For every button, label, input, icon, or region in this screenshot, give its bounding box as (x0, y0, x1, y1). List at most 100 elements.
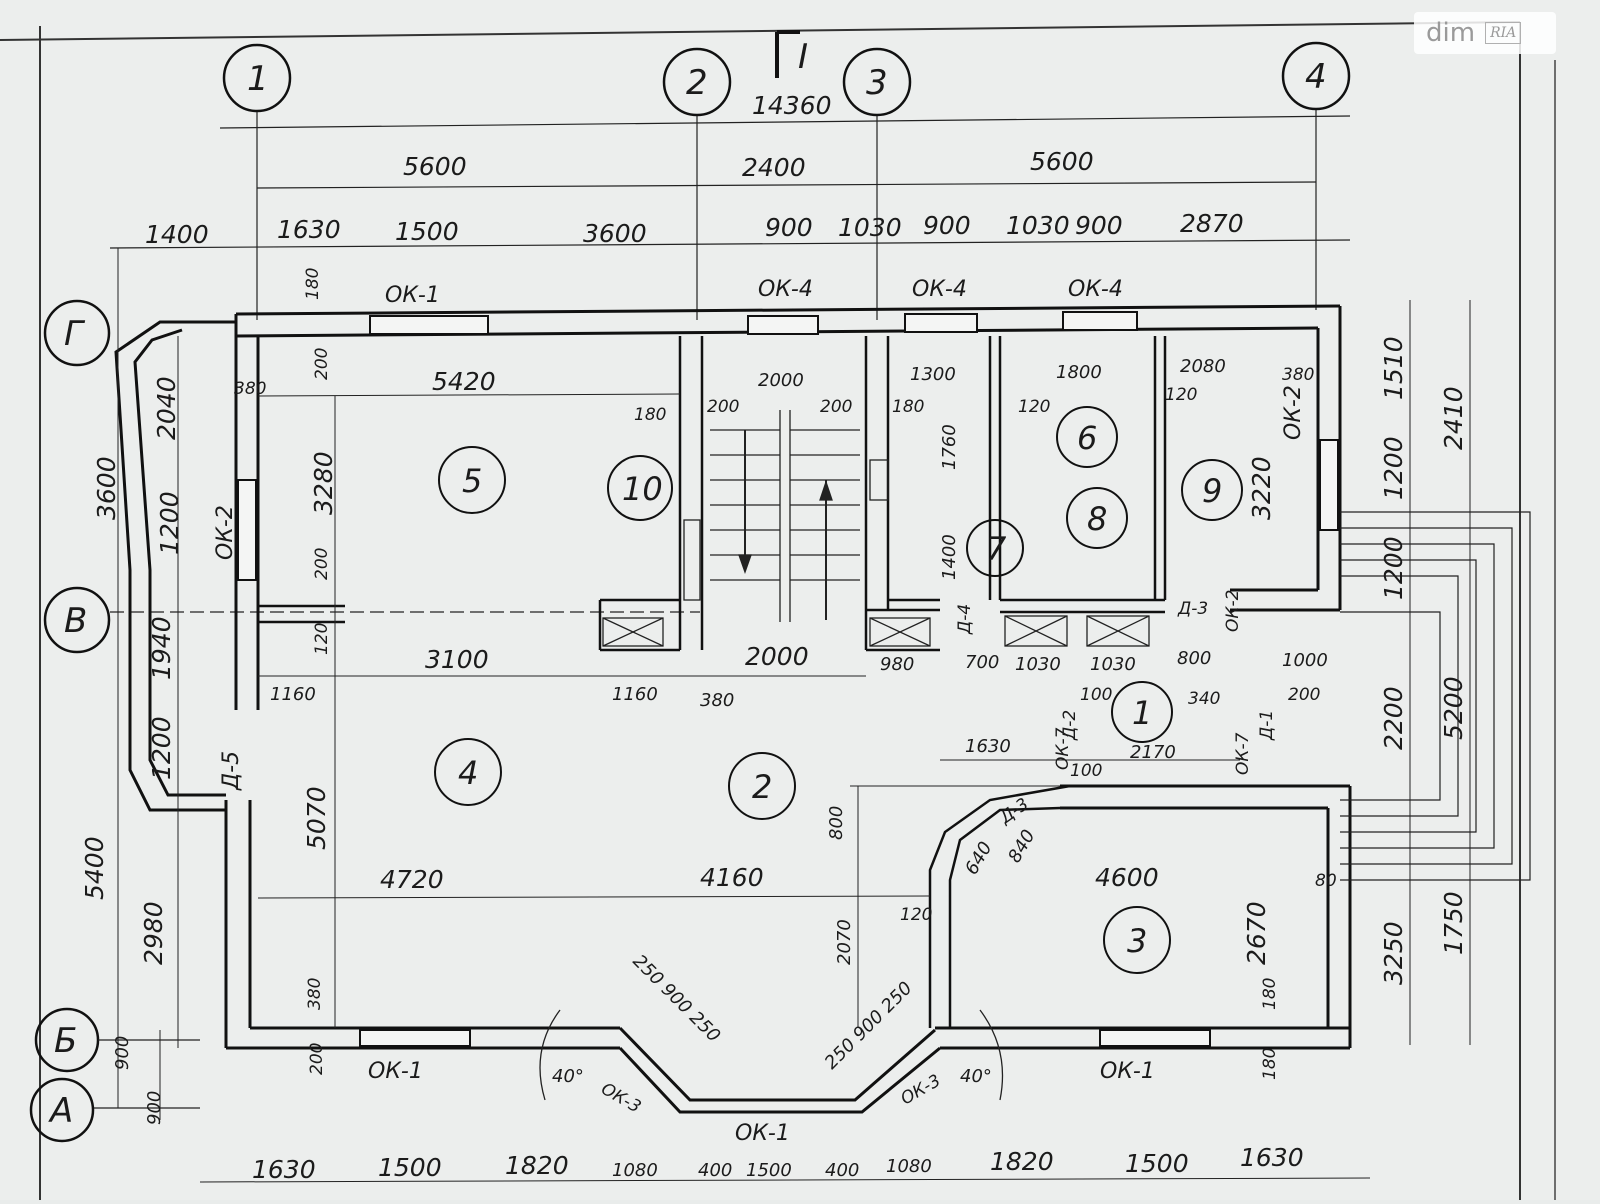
door-mark-d4: Д-4 (955, 604, 975, 635)
dim-bottom-1500c: 1500 (1125, 1149, 1189, 1178)
door-mark-d1: Д-1 (1257, 710, 1277, 741)
dim-800: 800 (1177, 648, 1211, 669)
small-dim-3: 380 (234, 379, 266, 399)
dim-bottom-1080b: 1080 (886, 1156, 932, 1177)
section-mark: I (775, 30, 808, 78)
small-dim-18: 120 (900, 905, 932, 925)
dim-980: 980 (880, 654, 914, 675)
top-dimension-lines (109, 115, 1351, 249)
small-dim-4: 200 (312, 548, 332, 580)
dim-2000b: 2000 (745, 642, 809, 671)
svg-text:3: 3 (866, 63, 888, 103)
small-dim-8: 200 (820, 397, 852, 417)
small-dim-22: 100 (1070, 761, 1102, 781)
small-dim-19: 340 (1188, 689, 1220, 709)
dim-2070: 2070 (834, 919, 855, 965)
dim-right-2410: 2410 (1439, 386, 1468, 450)
dim-1300: 1300 (910, 364, 956, 385)
small-dim-17: 80 (1315, 871, 1337, 891)
dim-left-1200a: 1200 (155, 491, 184, 555)
angle-arcs (539, 1009, 1004, 1101)
small-dim-2: 200 (312, 348, 332, 380)
small-dim-7: 200 (707, 397, 739, 417)
dim-bottom-1820b: 1820 (990, 1147, 1054, 1176)
dim-1030b: 1030 (1006, 211, 1070, 240)
door-mark-ok2-left: ОК-2 (213, 505, 238, 560)
door-mark-d2: Д-2 (1060, 710, 1080, 741)
dim-3220: 3220 (1247, 456, 1276, 520)
dim-left-5400: 5400 (80, 836, 109, 900)
dim-2080: 2080 (1180, 356, 1226, 377)
small-dim-6: 180 (634, 405, 666, 425)
small-dim-12: 380 (1282, 365, 1314, 385)
axis-lines (94, 110, 1317, 1109)
svg-text:5: 5 (462, 462, 482, 500)
svg-text:В: В (64, 601, 87, 641)
dim-2400: 2400 (742, 153, 806, 182)
dim-bottom-1630a: 1630 (252, 1155, 316, 1184)
dim-800b: 800 (826, 806, 847, 840)
room-marker-2: 2 (728, 752, 796, 820)
svg-text:4: 4 (1305, 57, 1327, 97)
dim-right-1510: 1510 (1379, 336, 1408, 400)
dim-1030a: 1030 (838, 213, 902, 242)
svg-text:8: 8 (1087, 500, 1107, 538)
dim-left-900a: 900 (112, 1036, 133, 1070)
dim-4720: 4720 (380, 865, 444, 894)
svg-text:А: А (48, 1091, 73, 1131)
small-dim-14: 200 (307, 1043, 327, 1075)
dim-1800: 1800 (1056, 362, 1102, 383)
axis-circle-a: А (29, 1077, 95, 1143)
svg-text:2: 2 (686, 63, 708, 103)
dim-bottom-1080a: 1080 (612, 1160, 658, 1181)
inner-dimension-lines (257, 393, 1240, 1028)
dim-bottom-1500a: 1500 (378, 1153, 442, 1182)
svg-text:1: 1 (1132, 694, 1152, 732)
svg-text:Б: Б (54, 1021, 77, 1061)
dim-3600: 3600 (583, 219, 647, 248)
dim-2000-stair: 2000 (758, 370, 804, 391)
svg-text:9: 9 (1202, 472, 1222, 510)
dim-700: 700 (965, 652, 999, 673)
dim-bottom-1820a: 1820 (505, 1151, 569, 1180)
dim-right-3250: 3250 (1379, 921, 1408, 985)
room-marker-8: 8 (1066, 487, 1128, 549)
dim-right-2200: 2200 (1379, 686, 1408, 750)
room-marker-5: 5 (438, 446, 506, 514)
dim-1500: 1500 (395, 217, 459, 246)
dim-4600: 4600 (1095, 863, 1159, 892)
room-marker-7: 7 (966, 519, 1024, 577)
dim-3100: 3100 (425, 645, 489, 674)
dim-bottom-1500b: 1500 (746, 1160, 792, 1181)
dim-2670: 2670 (1242, 901, 1271, 965)
watermark-text: dim (1426, 18, 1476, 48)
room-marker-3: 3 (1103, 906, 1171, 974)
angle-left: 40° (552, 1066, 584, 1087)
svg-text:2: 2 (752, 768, 772, 806)
entry-steps (1340, 511, 1531, 881)
dim-left-2040: 2040 (152, 376, 181, 440)
dim-bottom-400a: 400 (698, 1160, 732, 1181)
window-mark-top-3: ОК-4 (912, 277, 967, 302)
dim-1030d: 1030 (1090, 654, 1136, 675)
staircase (710, 410, 860, 622)
windows (237, 311, 1339, 1047)
door-mark-ok2-right: ОК-2 (1281, 385, 1306, 440)
dim-1160a: 1160 (270, 684, 316, 705)
dim-right-1200a: 1200 (1379, 436, 1408, 500)
dim-5420: 5420 (432, 367, 496, 396)
room-marker-6: 6 (1056, 406, 1118, 468)
watermark-logo: RIA (1485, 22, 1522, 44)
axis-circle-4: 4 (1281, 41, 1351, 111)
axis-circle-3: 3 (842, 47, 912, 117)
small-dim-11: 120 (1165, 385, 1197, 405)
dim-5070: 5070 (302, 786, 331, 850)
section-mark-label: I (798, 37, 808, 77)
watermark: dim RIA (1414, 12, 1556, 54)
svg-text:7: 7 (986, 530, 1007, 568)
svg-text:1: 1 (247, 59, 269, 99)
small-dim-16: 180 (1260, 1048, 1280, 1080)
door-mark-d3a: Д-3 (1177, 599, 1208, 619)
